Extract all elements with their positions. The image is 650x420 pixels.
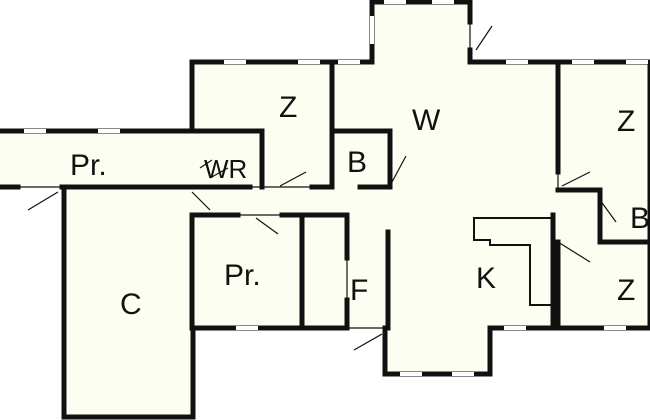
room-label-wr: WR (204, 154, 247, 184)
room-label-w: W (412, 104, 441, 137)
room-label-pr-middle: Pr. (224, 259, 261, 292)
room-label-b-center: B (347, 146, 367, 179)
room-label-pr-hall: Pr. (70, 149, 107, 182)
room-label-z-bottom-right: Z (617, 274, 635, 307)
room-label-f: F (350, 274, 368, 307)
room-label-z-top-right: Z (617, 105, 635, 138)
kitchen-counter (473, 217, 553, 306)
room-label-b-right: B (630, 202, 650, 235)
windows (24, 0, 648, 376)
room-label-k: K (476, 262, 496, 295)
room-label-c: C (120, 288, 142, 321)
room-labels: W Z Z Z Pr. Pr. WR B B C F K (70, 91, 650, 321)
doors (18, 22, 617, 351)
room-label-z-top-left: Z (279, 91, 297, 124)
